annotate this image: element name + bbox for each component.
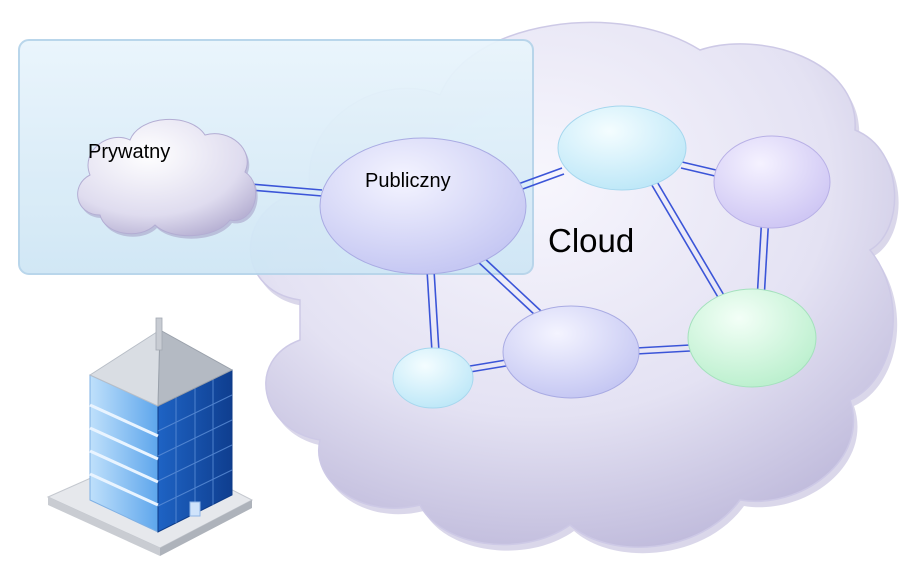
link-public-small-cyan <box>426 269 440 353</box>
cloud-label: Cloud <box>548 222 635 259</box>
small-private-cloud-icon <box>77 118 258 239</box>
link-cyan-top-green <box>649 179 729 305</box>
link-public-cyan-top <box>517 167 565 191</box>
node-cyan-top <box>557 105 687 191</box>
node-green <box>687 288 817 388</box>
link-small-cyan-center-violet <box>469 359 507 373</box>
node-public <box>319 137 527 275</box>
public-node-label: Publiczny <box>365 170 451 192</box>
link-public-center-violet <box>475 254 542 317</box>
node-violet-right <box>713 135 831 229</box>
node-center-violet <box>502 305 640 399</box>
link-private-public <box>249 183 323 197</box>
link-center-violet-green <box>635 344 691 355</box>
node-small-cyan <box>392 347 474 409</box>
private-cloud-label: Prywatny <box>88 141 171 163</box>
building-icon <box>46 317 254 556</box>
link-cyan-top-violet-right <box>680 161 717 177</box>
